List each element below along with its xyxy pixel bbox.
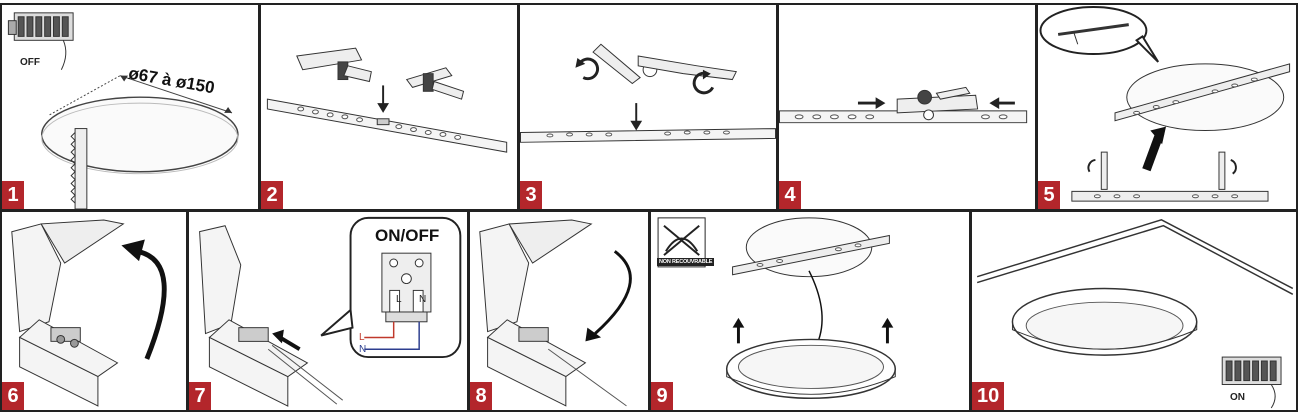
step-1-panel: OFF ø67 à ø150 1 bbox=[0, 3, 260, 211]
step-4-number: 4 bbox=[779, 181, 801, 209]
wire-n-icon bbox=[364, 321, 420, 350]
curved-arrow-icon bbox=[136, 248, 167, 360]
cutout-ellipse bbox=[40, 96, 239, 173]
rotate-right-arrow-icon bbox=[692, 71, 715, 95]
spring-clip-icon bbox=[592, 43, 738, 85]
clip-assembly-drawing bbox=[520, 43, 776, 143]
open-cover-drawing bbox=[11, 219, 167, 407]
non-recouvrable-badge: NON RECOUVRABLE bbox=[657, 258, 715, 266]
step-7-number: 7 bbox=[189, 382, 211, 410]
mounting-bar-icon bbox=[520, 128, 776, 143]
step-9-panel: NON RECOUVRABLE 9 bbox=[649, 210, 971, 412]
wire-n-label: N bbox=[359, 344, 367, 355]
cutout-drawing bbox=[7, 12, 239, 209]
wire-l-label: L bbox=[359, 332, 365, 343]
fixture-mount-drawing bbox=[657, 217, 897, 399]
step-5-panel: 5 bbox=[1036, 3, 1298, 211]
driver-box-icon bbox=[11, 219, 125, 407]
step-2-number: 2 bbox=[261, 181, 283, 209]
led-panel-icon bbox=[1011, 287, 1198, 356]
step-5-number: 5 bbox=[1038, 181, 1060, 209]
zoom-bubble-icon bbox=[1039, 5, 1160, 63]
step-6-number: 6 bbox=[2, 382, 24, 410]
step-3-number: 3 bbox=[520, 181, 542, 209]
step-7-panel: ON/OFF L N L N 7 bbox=[187, 210, 469, 412]
spring-clip-icon bbox=[896, 86, 979, 121]
ceiling-corner-icon bbox=[976, 219, 1294, 295]
close-cover-drawing bbox=[479, 219, 632, 407]
step-8-number: 8 bbox=[470, 382, 492, 410]
callout-title: ON/OFF bbox=[375, 226, 440, 245]
step-1-number: 1 bbox=[2, 181, 24, 209]
terminal-block-icon bbox=[7, 12, 74, 70]
step-10-panel: ON 10 bbox=[970, 210, 1298, 412]
step-8-panel: 8 bbox=[468, 210, 650, 412]
push-arrow-icon bbox=[278, 335, 301, 351]
switch-off-label: OFF bbox=[20, 57, 40, 68]
step-6-panel: 6 bbox=[0, 210, 188, 412]
connector-block-icon bbox=[381, 252, 432, 323]
step-4-panel: 4 bbox=[777, 3, 1037, 211]
wire-l-icon bbox=[364, 321, 395, 339]
driver-box-icon bbox=[479, 219, 627, 407]
terminal-block-icon bbox=[1221, 356, 1282, 409]
led-panel-icon bbox=[725, 338, 897, 399]
saw-blade-icon bbox=[70, 128, 88, 209]
step-3-panel: 3 bbox=[518, 3, 778, 211]
mounting-bar-icon bbox=[266, 98, 508, 153]
terminal-n-label: N bbox=[419, 294, 427, 305]
step-9-number: 9 bbox=[651, 382, 673, 410]
terminal-l-label: L bbox=[396, 294, 402, 305]
curved-arrow-icon bbox=[594, 250, 632, 335]
driver-box-icon bbox=[199, 225, 344, 407]
wiring-drawing bbox=[199, 216, 462, 407]
step-2-panel: 2 bbox=[259, 3, 519, 211]
clip-drawing bbox=[266, 47, 508, 153]
slide-clip-drawing bbox=[779, 86, 1028, 124]
step-10-number: 10 bbox=[972, 382, 1005, 410]
switch-on-label: ON bbox=[1230, 392, 1245, 403]
ceiling-insert-drawing bbox=[1039, 5, 1291, 202]
spring-clip-icon bbox=[296, 47, 465, 100]
cable-icon bbox=[808, 270, 823, 340]
rotate-left-arrow-icon bbox=[578, 57, 600, 81]
installed-fixture-drawing bbox=[976, 219, 1294, 409]
